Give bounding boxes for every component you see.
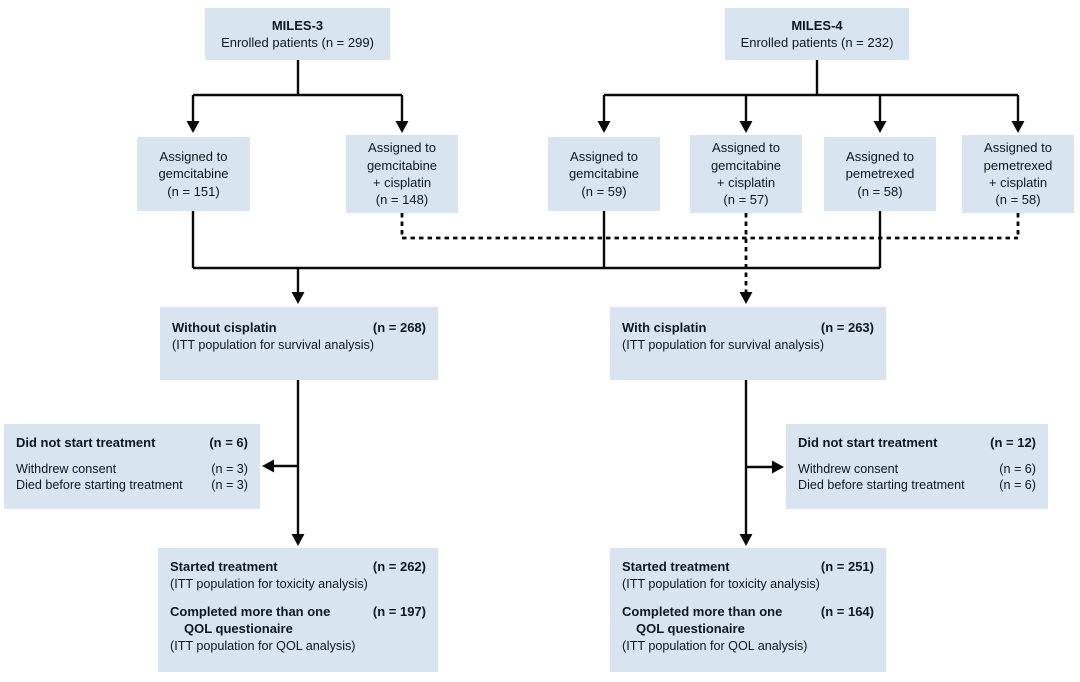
dropout-left-header: Did not start treatment bbox=[16, 435, 156, 450]
outcome-left-started-note: (ITT population for toxicity analysis) bbox=[170, 576, 368, 591]
arm-line: + cisplatin bbox=[372, 175, 432, 190]
miles4-title: MILES-4 bbox=[791, 17, 843, 33]
dropout-right-header: Did not start treatment bbox=[798, 435, 938, 450]
outcome-left-completed-n: (n = 197) bbox=[372, 604, 426, 620]
arm-gemcitabine-miles4-box: Assigned to gemcitabine (n = 59) bbox=[548, 137, 660, 211]
arm-gemcitabine-cisplatin-miles4-box: Assigned to gemcitabine + cisplatin (n =… bbox=[690, 135, 802, 213]
miles3-enrolled-box: MILES-3 Enrolled patients (n = 299) bbox=[205, 8, 390, 60]
with-cisplatin-label: With cisplatin bbox=[622, 320, 707, 335]
arm-line: gemcitabine bbox=[158, 166, 229, 182]
arm-line: gemcitabine bbox=[366, 157, 438, 173]
dropout-right-row2-n: (n = 6) bbox=[999, 478, 1036, 493]
arm-n: (n = 59) bbox=[581, 183, 627, 199]
with-cisplatin-note: (ITT population for survival analysis) bbox=[622, 337, 825, 352]
arm-n: (n = 148) bbox=[375, 192, 429, 208]
arm-line: pemetrexed bbox=[845, 166, 915, 182]
without-cisplatin-box: Without cisplatin (n = 268) (ITT populat… bbox=[160, 307, 438, 380]
arm-line: + cisplatin bbox=[988, 175, 1048, 190]
dropout-right-box: Did not start treatment (n = 12) Withdre… bbox=[786, 424, 1048, 509]
arm-line: Assigned to bbox=[159, 149, 228, 165]
outcome-left-qol-note: (ITT population for QOL analysis) bbox=[170, 639, 356, 654]
arm-n: (n = 151) bbox=[167, 183, 220, 199]
arm-line: Assigned to bbox=[570, 149, 638, 165]
arm-line: gemcitabine bbox=[710, 157, 782, 173]
with-cisplatin-n: (n = 263) bbox=[820, 320, 874, 335]
dropout-right-row1-label: Withdrew consent bbox=[798, 461, 899, 476]
dropout-left-header-n: (n = 6) bbox=[209, 435, 248, 450]
outcome-left-completed-label: Completed more than one bbox=[170, 604, 331, 620]
outcome-right-started-n: (n = 251) bbox=[820, 559, 874, 574]
dropout-right-header-n: (n = 12) bbox=[990, 435, 1036, 450]
outcome-right-completed-n: (n = 164) bbox=[820, 604, 874, 620]
arm-gemcitabine-cisplatin-miles3-box: Assigned to gemcitabine + cisplatin (n =… bbox=[346, 135, 458, 213]
dashed-connectors bbox=[400, 213, 1020, 292]
outcome-left-started-label: Started treatment bbox=[170, 559, 278, 574]
arm-line: Assigned to bbox=[368, 140, 436, 156]
without-cisplatin-note: (ITT population for survival analysis) bbox=[172, 337, 375, 352]
outcome-left-started-n: (n = 262) bbox=[372, 559, 426, 574]
arm-n: (n = 58) bbox=[995, 192, 1041, 208]
with-cisplatin-box: With cisplatin (n = 263) (ITT population… bbox=[610, 307, 886, 380]
dropout-left-row2-n: (n = 3) bbox=[211, 478, 248, 493]
dropout-left-row1-n: (n = 3) bbox=[211, 461, 248, 476]
dropout-left-box: Did not start treatment (n = 6) Withdrew… bbox=[4, 424, 260, 509]
arm-gemcitabine-miles3-box: Assigned to gemcitabine (n = 151) bbox=[137, 137, 250, 211]
arm-line: + cisplatin bbox=[716, 175, 776, 190]
without-cisplatin-label: Without cisplatin bbox=[172, 320, 277, 335]
miles3-subtitle: Enrolled patients (n = 299) bbox=[221, 35, 374, 50]
dropout-right-row2-label: Died before starting treatment bbox=[798, 478, 965, 493]
arm-line: Assigned to bbox=[984, 140, 1052, 156]
dropout-left-row2-label: Died before starting treatment bbox=[16, 478, 183, 493]
dropout-right-row1-n: (n = 6) bbox=[999, 461, 1036, 476]
arm-line: pemetrexed bbox=[983, 157, 1053, 173]
arm-pemetrexed-box: Assigned to pemetrexed (n = 58) bbox=[824, 137, 936, 211]
miles4-subtitle: Enrolled patients (n = 232) bbox=[740, 35, 894, 50]
outcome-left-completed-label2: QOL questionaire bbox=[184, 621, 293, 637]
outcome-right-started-note: (ITT population for toxicity analysis) bbox=[622, 576, 820, 591]
outcome-right-completed-label: Completed more than one bbox=[622, 604, 783, 620]
arm-line: Assigned to bbox=[712, 140, 780, 156]
arm-line: Assigned to bbox=[846, 149, 914, 165]
outcome-right-qol-note: (ITT population for QOL analysis) bbox=[622, 639, 808, 654]
outcome-right-started-label: Started treatment bbox=[622, 559, 730, 574]
outcome-left-box: Started treatment (n = 262) (ITT populat… bbox=[158, 548, 438, 672]
dropout-left-row1-label: Withdrew consent bbox=[16, 461, 117, 476]
outcome-right-box: Started treatment (n = 251) (ITT populat… bbox=[610, 548, 886, 672]
miles3-title: MILES-3 bbox=[271, 17, 324, 33]
arm-pemetrexed-cisplatin-box: Assigned to pemetrexed + cisplatin (n = … bbox=[962, 135, 1074, 213]
without-cisplatin-n: (n = 268) bbox=[372, 320, 426, 335]
arm-line: gemcitabine bbox=[568, 166, 640, 182]
outcome-right-completed-label2: QOL questionaire bbox=[636, 621, 745, 637]
arm-n: (n = 57) bbox=[723, 192, 769, 208]
miles4-enrolled-box: MILES-4 Enrolled patients (n = 232) bbox=[725, 8, 909, 60]
arm-n: (n = 58) bbox=[857, 183, 903, 199]
